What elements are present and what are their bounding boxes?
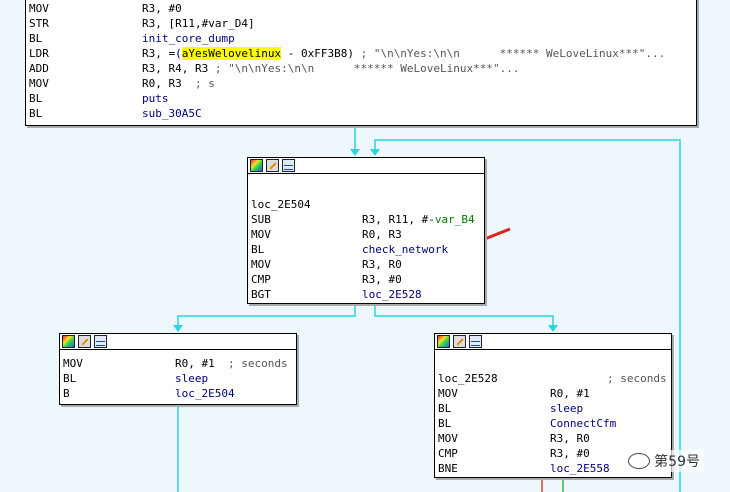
connectcfm-call[interactable]: ConnectCfm: [550, 417, 617, 430]
chat-bubble-icon: [628, 453, 651, 469]
highlighted-symbol[interactable]: aYesWelovelinux: [181, 47, 282, 60]
color-palette-icon[interactable]: [62, 335, 75, 348]
watermark-text: 第59号: [654, 454, 700, 470]
block-header: [60, 334, 296, 350]
edit-icon[interactable]: [78, 335, 91, 348]
graph-view-icon[interactable]: [282, 159, 295, 172]
block-header: [248, 158, 484, 174]
block-label: loc_2E528; seconds: [438, 372, 667, 385]
color-palette-icon[interactable]: [250, 159, 263, 172]
edit-icon[interactable]: [266, 159, 279, 172]
block-header: [435, 334, 671, 350]
check-network-call[interactable]: check_network: [362, 243, 449, 256]
color-palette-icon[interactable]: [437, 335, 450, 348]
graph-view-icon[interactable]: [94, 335, 107, 348]
block-label: loc_2E504: [251, 198, 311, 211]
watermark: 第59号: [624, 450, 704, 472]
graph-view-icon[interactable]: [469, 335, 482, 348]
edit-icon[interactable]: [453, 335, 466, 348]
